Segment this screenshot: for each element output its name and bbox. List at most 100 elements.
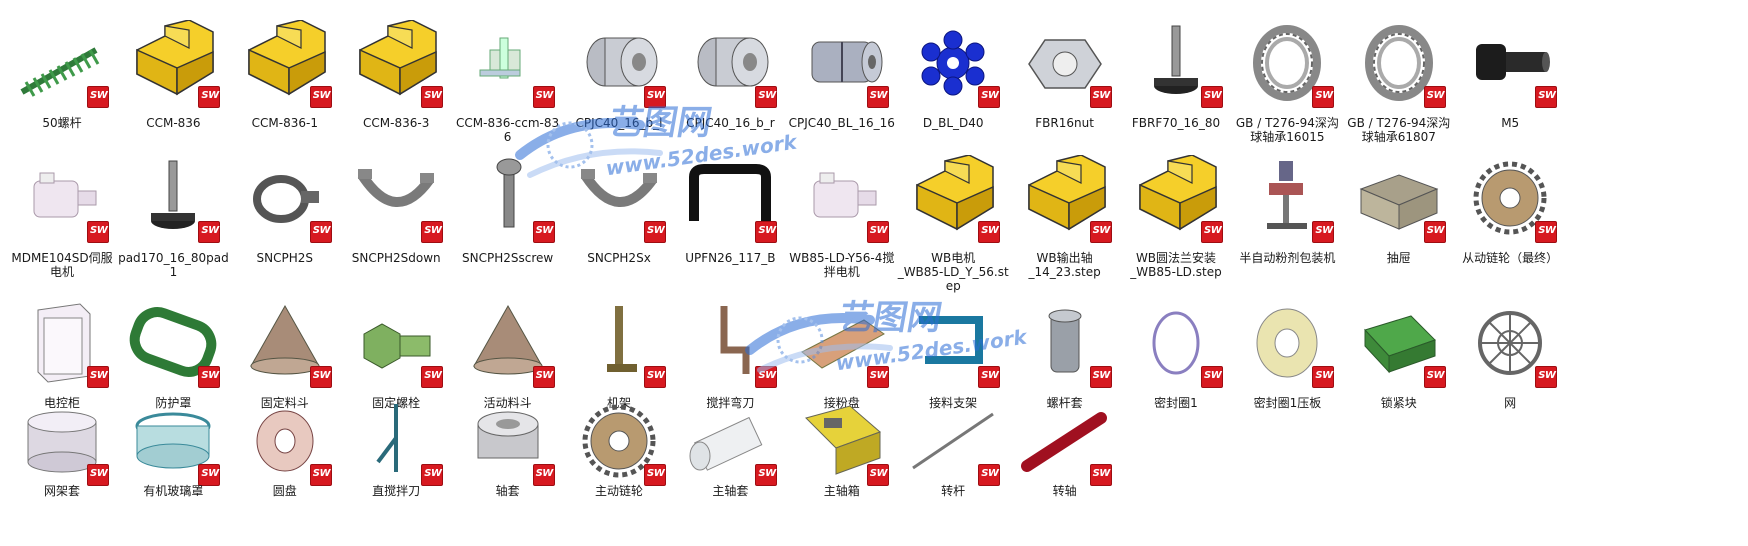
solidworks-badge-icon <box>866 86 889 108</box>
file-item[interactable]: WB电机 _WB85-LD_Y_56.st ep <box>891 145 1015 293</box>
file-item[interactable]: 活动料斗 <box>446 290 570 414</box>
file-item[interactable]: 转杆 <box>891 388 1015 506</box>
file-item[interactable]: UPFN26_117_B <box>668 145 792 269</box>
file-item[interactable]: 电控柜 <box>0 290 124 414</box>
bracket-icon <box>905 300 1001 386</box>
file-item[interactable]: 主动链轮 <box>557 388 681 506</box>
file-item[interactable]: MDME104SD伺服 电机 <box>0 145 124 279</box>
file-name: 圆盘 <box>272 484 297 498</box>
solidworks-badge-icon <box>1423 221 1446 243</box>
file-item[interactable]: 固定料斗 <box>223 290 347 414</box>
file-item[interactable]: 防护罩 <box>111 290 235 414</box>
file-name: 转轴 <box>1052 484 1077 498</box>
machine-icon <box>1239 155 1335 241</box>
file-item[interactable]: 主轴套 <box>668 388 792 506</box>
bushing-icon <box>460 398 556 484</box>
solidworks-badge-icon <box>87 86 109 108</box>
file-item[interactable]: CCM-836-ccm-83 6 <box>446 10 570 144</box>
file-item[interactable]: 直搅拌刀 <box>334 388 458 506</box>
file-item[interactable]: WB输出轴 _14_23.step <box>1003 145 1127 279</box>
solidworks-badge-icon <box>309 221 332 243</box>
file-item[interactable]: 有机玻璃罩 <box>111 388 235 506</box>
file-name: CPJC40_16_b_r <box>686 116 775 130</box>
file-name: 主轴套 <box>712 484 749 498</box>
file-item[interactable]: CCM-836 <box>111 10 235 134</box>
file-name: CCM-836-3 <box>363 116 430 130</box>
solidworks-badge-icon <box>1535 86 1558 108</box>
file-item[interactable]: 网 <box>1448 290 1572 414</box>
file-item[interactable]: 轴套 <box>446 388 570 506</box>
solidworks-badge-icon <box>978 464 1001 486</box>
file-item[interactable]: GB / T276-94深沟 球轴承61807 <box>1337 10 1461 144</box>
motor-icon <box>794 155 890 241</box>
file-item[interactable]: 密封圈1 <box>1114 290 1238 414</box>
file-item[interactable]: 网架套 <box>0 388 124 506</box>
file-item[interactable]: CPJC40_16_b_l <box>557 10 681 134</box>
file-item[interactable]: CPJC40_16_b_r <box>668 10 792 134</box>
file-name: SNCPH2Sscrew <box>461 251 554 265</box>
yellow-part-icon <box>125 20 221 106</box>
file-item[interactable]: SNCPH2Sscrew <box>446 145 570 269</box>
file-item[interactable]: SNCPH2Sx <box>557 145 681 269</box>
file-name: 网架套 <box>43 484 80 498</box>
file-item[interactable]: 锁紧块 <box>1337 290 1461 414</box>
blade-icon <box>682 300 778 386</box>
solidworks-badge-icon <box>644 366 666 388</box>
file-item[interactable]: pad170_16_80pad 1 <box>111 145 235 279</box>
file-name: 半自动粉剂包装机 <box>1239 251 1336 265</box>
solidworks-badge-icon <box>1089 464 1112 486</box>
file-item[interactable]: CCM-836-3 <box>334 10 458 134</box>
clamp-half-icon <box>348 155 444 241</box>
file-item[interactable]: 半自动粉剂包装机 <box>1225 145 1349 269</box>
solidworks-badge-icon <box>866 366 889 388</box>
solidworks-badge-icon <box>644 221 666 243</box>
file-item[interactable]: WB圆法兰安装 _WB85-LD.step <box>1114 145 1238 279</box>
file-item[interactable]: 从动链轮（最终） <box>1448 145 1572 269</box>
yellow-part-icon <box>237 20 333 106</box>
file-item[interactable]: WB85-LD-Y56-4搅 拌电机 <box>780 145 904 279</box>
leveling-foot-icon <box>1128 20 1224 106</box>
solidworks-badge-icon <box>1535 366 1558 388</box>
solidworks-badge-icon <box>644 464 666 486</box>
file-item[interactable]: CPJC40_BL_16_16 <box>780 10 904 134</box>
file-item[interactable]: 转轴 <box>1003 388 1127 506</box>
file-name: 网 <box>1504 396 1517 410</box>
file-name: 电控柜 <box>43 396 80 410</box>
file-name: 固定螺栓 <box>372 396 421 410</box>
file-name: UPFN26_117_B <box>685 251 776 265</box>
file-name: 螺杆套 <box>1046 396 1083 410</box>
sprocket-icon <box>571 398 667 484</box>
solidworks-badge-icon <box>198 221 221 243</box>
file-item[interactable]: SNCPH2S <box>223 145 347 269</box>
clamp-screw-icon <box>460 155 556 241</box>
solidworks-badge-icon <box>1535 221 1558 243</box>
file-item[interactable]: 主轴箱 <box>780 388 904 506</box>
file-item[interactable]: 接料支架 <box>891 290 1015 414</box>
file-item[interactable]: 50螺杆 <box>0 10 124 134</box>
file-item[interactable]: D_BL_D40 <box>891 10 1015 134</box>
file-name: 密封圈1 <box>1154 396 1198 410</box>
solidworks-badge-icon <box>421 464 444 486</box>
coupling-half-icon <box>571 20 667 106</box>
file-item[interactable]: FBRF70_16_80 <box>1114 10 1238 134</box>
file-item[interactable]: SNCPH2Sdown <box>334 145 458 269</box>
file-item[interactable]: 抽屉 <box>1337 145 1461 269</box>
file-name: 活动料斗 <box>483 396 532 410</box>
file-name: GB / T276-94深沟 球轴承16015 <box>1235 116 1339 144</box>
file-item[interactable]: 螺杆套 <box>1003 290 1127 414</box>
file-item[interactable]: GB / T276-94深沟 球轴承16015 <box>1225 10 1349 144</box>
drawer-icon <box>1351 155 1447 241</box>
file-name: 防护罩 <box>155 396 192 410</box>
solidworks-badge-icon <box>1312 366 1335 388</box>
file-item[interactable]: FBR16nut <box>1003 10 1127 134</box>
file-item[interactable]: 固定螺栓 <box>334 290 458 414</box>
solidworks-badge-icon <box>1201 366 1223 388</box>
file-name: 50螺杆 <box>42 116 82 130</box>
file-item[interactable]: M5 <box>1448 10 1572 134</box>
file-item[interactable]: 圆盘 <box>223 388 347 506</box>
file-item[interactable]: 密封圈1压板 <box>1225 290 1349 414</box>
hex-nut-icon <box>1017 20 1113 106</box>
solidworks-badge-icon <box>532 86 555 108</box>
file-item[interactable]: CCM-836-1 <box>223 10 347 134</box>
